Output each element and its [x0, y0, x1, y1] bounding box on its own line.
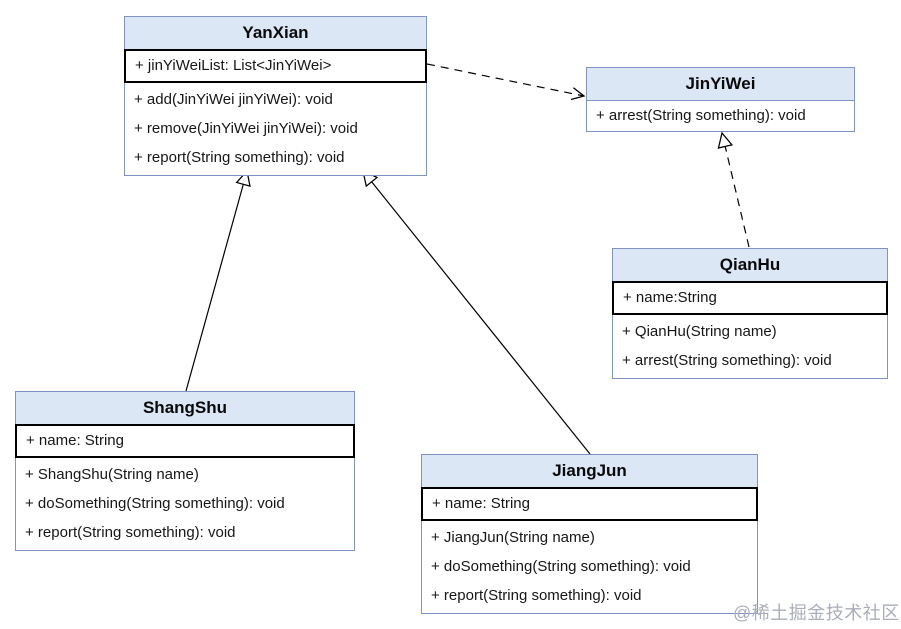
class-shangshu-attributes: + name: String: [15, 424, 355, 458]
method-row: + doSomething(String something): void: [431, 558, 691, 575]
class-qianhu-title: QianHu: [613, 249, 887, 282]
method-row: + report(String something): void: [134, 149, 345, 166]
class-shangshu-methods: + ShangShu(String name) + doSomething(St…: [16, 458, 354, 550]
attribute-row: + name: String: [432, 495, 530, 512]
method-row: + arrest(String something): void: [596, 107, 806, 124]
attribute-row: + name:String: [623, 289, 717, 306]
class-jinyiwei-methods: + arrest(String something): void: [587, 101, 854, 131]
generalization-arrow-jiangjun-to-yanxian: [362, 169, 591, 455]
dependency-arrow-yanxian-to-jinyiwei: [426, 63, 586, 101]
method-row: + report(String something): void: [25, 524, 236, 541]
class-qianhu-attributes: + name:String: [612, 281, 888, 315]
class-jiangjun-methods: + JiangJun(String name) + doSomething(St…: [422, 521, 757, 613]
class-jiangjun-title: JiangJun: [422, 455, 757, 488]
method-row: + arrest(String something): void: [622, 352, 832, 369]
class-jiangjun: JiangJun + name: String + JiangJun(Strin…: [421, 454, 758, 614]
class-yanxian: YanXian + jinYiWeiList: List<JinYiWei> +…: [124, 16, 427, 176]
method-row: + remove(JinYiWei jinYiWei): void: [134, 120, 358, 137]
method-row: + JiangJun(String name): [431, 529, 595, 546]
method-row: + report(String something): void: [431, 587, 642, 604]
method-row: + doSomething(String something): void: [25, 495, 285, 512]
method-row: + add(JinYiWei jinYiWei): void: [134, 91, 333, 108]
class-shangshu: ShangShu + name: String + ShangShu(Strin…: [15, 391, 355, 551]
generalization-arrow-shangshu-to-yanxian: [185, 169, 251, 392]
class-jinyiwei-title: JinYiWei: [587, 68, 854, 101]
class-jinyiwei: JinYiWei + arrest(String something): voi…: [586, 67, 855, 132]
class-qianhu-methods: + QianHu(String name) + arrest(String so…: [613, 315, 887, 378]
realization-arrow-qianhu-to-jinyiwei: [717, 131, 750, 248]
method-row: + QianHu(String name): [622, 323, 777, 340]
class-yanxian-attributes: + jinYiWeiList: List<JinYiWei>: [124, 49, 427, 83]
watermark-text: @稀土掘金技术社区: [733, 603, 900, 623]
class-yanxian-title: YanXian: [125, 17, 426, 50]
class-jiangjun-attributes: + name: String: [421, 487, 758, 521]
class-shangshu-title: ShangShu: [16, 392, 354, 425]
method-row: + ShangShu(String name): [25, 466, 199, 483]
class-qianhu: QianHu + name:String + QianHu(String nam…: [612, 248, 888, 379]
class-yanxian-methods: + add(JinYiWei jinYiWei): void + remove(…: [125, 83, 426, 175]
attribute-row: + jinYiWeiList: List<JinYiWei>: [135, 57, 332, 74]
attribute-row: + name: String: [26, 432, 124, 449]
